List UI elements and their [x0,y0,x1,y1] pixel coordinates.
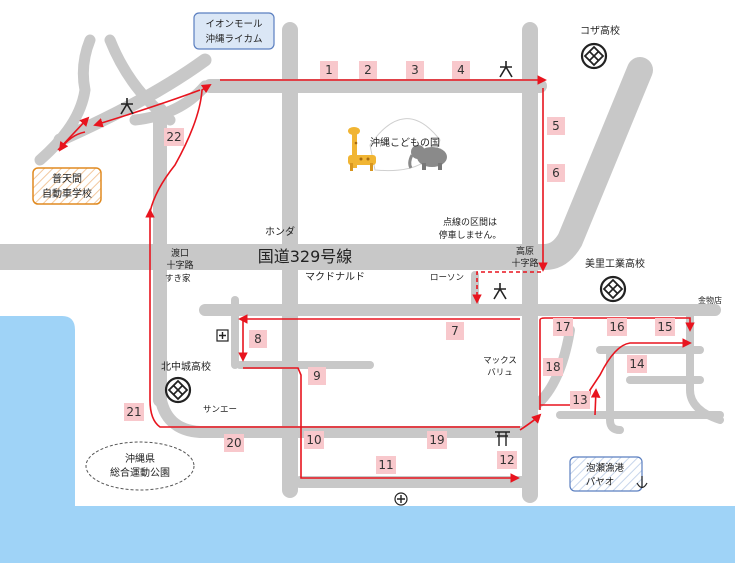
svg-text:十字路: 十字路 [511,257,538,269]
awase-fishing-port-box[interactable]: 泡瀬漁港 パヤオ [569,456,643,492]
svg-text:8: 8 [254,332,262,346]
svg-text:イオンモール: イオンモール [205,19,263,30]
svg-text:2: 2 [364,63,372,77]
stop-20[interactable]: 20 [224,434,244,452]
svg-text:9: 9 [313,369,321,383]
school-icon [580,42,608,70]
stop-8[interactable]: 8 [249,330,267,348]
hospital-icon [394,492,408,506]
anchor-icon [636,476,648,489]
lawson-label: ローソン [430,273,464,283]
stop-4[interactable]: 4 [452,61,470,79]
route-329-label: 国道329号線 [258,247,353,266]
stop-18[interactable]: 18 [543,358,563,376]
stop-16[interactable]: 16 [607,318,627,336]
svg-text:21: 21 [126,405,141,419]
stop-22[interactable]: 22 [164,128,184,146]
stop-14[interactable]: 14 [627,355,647,373]
aeon-mall-box[interactable]: イオンモール 沖縄ライカム [193,12,275,50]
svg-text:12: 12 [499,453,514,467]
stop-9[interactable]: 9 [308,367,326,385]
svg-text:11: 11 [378,458,393,472]
svg-text:10: 10 [306,433,321,447]
svg-text:17: 17 [555,320,570,334]
school-icon [599,275,627,303]
misato-technical-high-school[interactable]: 美里工業高校 [585,257,645,303]
koza-high-school[interactable]: コザ高校 [580,24,620,70]
svg-text:15: 15 [657,320,672,334]
stop-1[interactable]: 1 [320,61,338,79]
stop-11[interactable]: 11 [376,456,396,474]
stop-13[interactable]: 13 [570,391,590,409]
stop-6[interactable]: 6 [547,164,565,182]
sea [0,316,735,563]
elephant-icon [408,145,447,170]
hospital-icon [216,329,229,342]
svg-text:バリュ: バリュ [487,368,513,378]
maxvalu-label: マックス バリュ [483,356,517,378]
kitanakagusuku-high-school[interactable]: 北中城高校 [161,360,211,404]
stop-15[interactable]: 15 [655,318,675,336]
svg-text:22: 22 [166,130,181,144]
svg-text:14: 14 [629,357,644,371]
svg-text:高原: 高原 [516,245,534,257]
svg-text:沖縄県: 沖縄県 [125,452,155,465]
stop-markers: 1 2 3 4 5 6 7 8 9 10 11 12 13 14 15 16 1… [124,61,675,474]
svg-text:十字路: 十字路 [166,259,193,271]
sports-park-area[interactable]: 沖縄県 総合運動公園 [85,441,195,491]
shrine-icon [495,431,510,446]
svg-text:16: 16 [609,320,624,334]
giraffe-icon [348,127,376,171]
svg-text:コザ高校: コザ高校 [580,24,620,37]
stop-12[interactable]: 12 [497,451,517,469]
sanei-label: サンエー [203,405,237,415]
svg-text:1: 1 [325,63,333,77]
svg-text:13: 13 [572,393,587,407]
svg-text:沖縄こどもの国: 沖縄こどもの国 [370,136,440,149]
takahara-intersection-label: 高原 十字路 [511,245,538,269]
stop-19[interactable]: 19 [427,431,447,449]
svg-text:20: 20 [226,436,241,450]
svg-text:3: 3 [411,63,419,77]
svg-text:18: 18 [545,360,560,374]
university-icon [499,61,513,78]
honda-label: ホンダ [265,225,295,238]
school-icon [164,376,192,404]
svg-text:総合運動公園: 総合運動公園 [110,466,170,479]
toguchi-intersection-label: 渡口 十字路 [166,247,193,271]
svg-text:泡瀬漁港: 泡瀬漁港 [586,462,625,474]
stop-17[interactable]: 17 [553,318,573,336]
svg-text:19: 19 [429,433,444,447]
stop-2[interactable]: 2 [359,61,377,79]
kodomo-no-kuni[interactable]: 沖縄こどもの国 [348,118,447,172]
svg-text:停車しません。: 停車しません。 [439,229,502,241]
sukiya-label: すき家 [165,273,191,284]
dotted-section-note: 点線の区間は 停車しません。 [439,216,502,241]
svg-text:5: 5 [552,119,560,133]
futenma-driving-school-box[interactable]: 普天間 自動車学校 [32,167,102,205]
hardware-store-label: 金物店 [698,295,722,305]
stop-3[interactable]: 3 [406,61,424,79]
stop-5[interactable]: 5 [547,117,565,135]
svg-text:沖縄ライカム: 沖縄ライカム [205,33,262,45]
svg-text:美里工業高校: 美里工業高校 [585,257,645,270]
svg-text:北中城高校: 北中城高校 [161,360,211,373]
svg-text:パヤオ: パヤオ [586,477,615,488]
svg-text:6: 6 [552,166,560,180]
svg-text:7: 7 [451,324,459,338]
stop-21[interactable]: 21 [124,403,144,421]
svg-text:マックス: マックス [483,356,517,366]
university-icon [120,98,134,115]
mcdonalds-label: マクドナルド [305,271,365,283]
svg-text:渡口: 渡口 [171,247,189,259]
svg-text:4: 4 [457,63,465,77]
svg-text:普天間: 普天間 [52,172,82,185]
university-icon [493,283,507,300]
stop-10[interactable]: 10 [304,431,324,449]
svg-text:自動車学校: 自動車学校 [42,187,92,200]
stop-7[interactable]: 7 [446,322,464,340]
svg-text:点線の区間は: 点線の区間は [443,216,497,228]
